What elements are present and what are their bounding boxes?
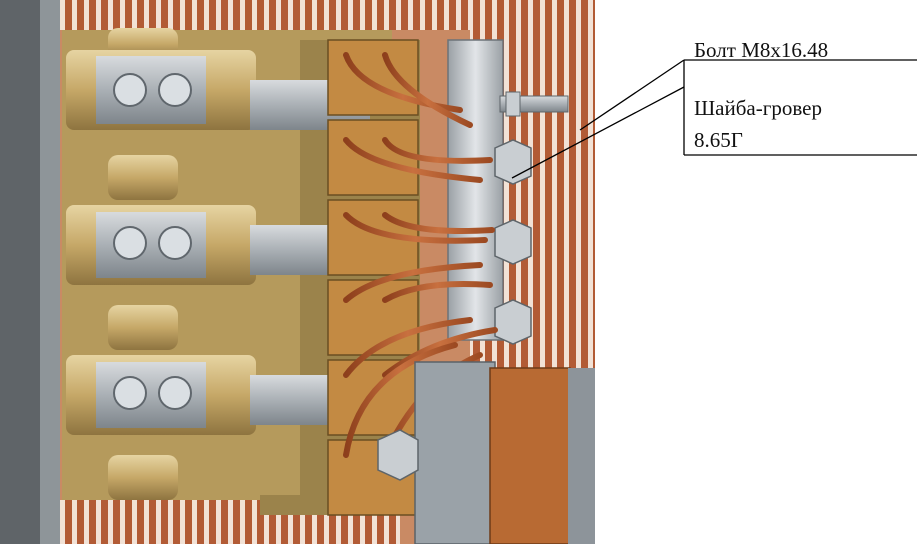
cable-icon xyxy=(382,281,493,303)
bolt-icon xyxy=(113,73,147,107)
cable-icon xyxy=(343,212,488,244)
cable-icon xyxy=(382,212,495,234)
cable-icon xyxy=(343,137,483,183)
insulator-block xyxy=(414,361,496,545)
washer-leader-line xyxy=(511,86,685,179)
terminal-group-1 xyxy=(66,28,370,130)
clamp-top-3 xyxy=(108,305,178,350)
bolt-icon xyxy=(158,376,192,410)
left-housing-wall xyxy=(0,0,40,544)
bolt-callout-label: Болт М8х16.48 xyxy=(694,38,829,62)
copper-block xyxy=(489,367,571,545)
side-plate xyxy=(568,368,595,544)
bolt-leader-line xyxy=(579,59,685,131)
cable-icon xyxy=(343,262,483,303)
cable-icon xyxy=(382,327,498,378)
cable-icon xyxy=(382,137,493,164)
washer-callout-spec: 8.65Г xyxy=(694,128,743,152)
bolt-icon xyxy=(158,73,192,107)
terminal-strip xyxy=(447,39,504,341)
washer-callout-label: Шайба-гровер xyxy=(694,96,822,120)
terminal-strip-bolt xyxy=(499,91,569,117)
bolt-icon xyxy=(113,226,147,260)
cable-icon xyxy=(343,317,473,378)
terminal-group-2 xyxy=(66,155,360,285)
nut-icon xyxy=(494,299,532,345)
clamp-top-2 xyxy=(108,155,178,200)
terminal-group-3 xyxy=(66,305,360,435)
nut-icon xyxy=(505,91,521,117)
left-housing-edge xyxy=(40,0,60,544)
callout-lines xyxy=(511,59,917,179)
cable-icon xyxy=(343,342,458,458)
cable-icon xyxy=(382,52,473,128)
bolt-icon xyxy=(158,226,192,260)
nut-icon xyxy=(377,429,419,481)
clamp-top-4 xyxy=(108,455,178,500)
bolt-icon xyxy=(113,376,147,410)
nut-icon xyxy=(494,219,532,265)
